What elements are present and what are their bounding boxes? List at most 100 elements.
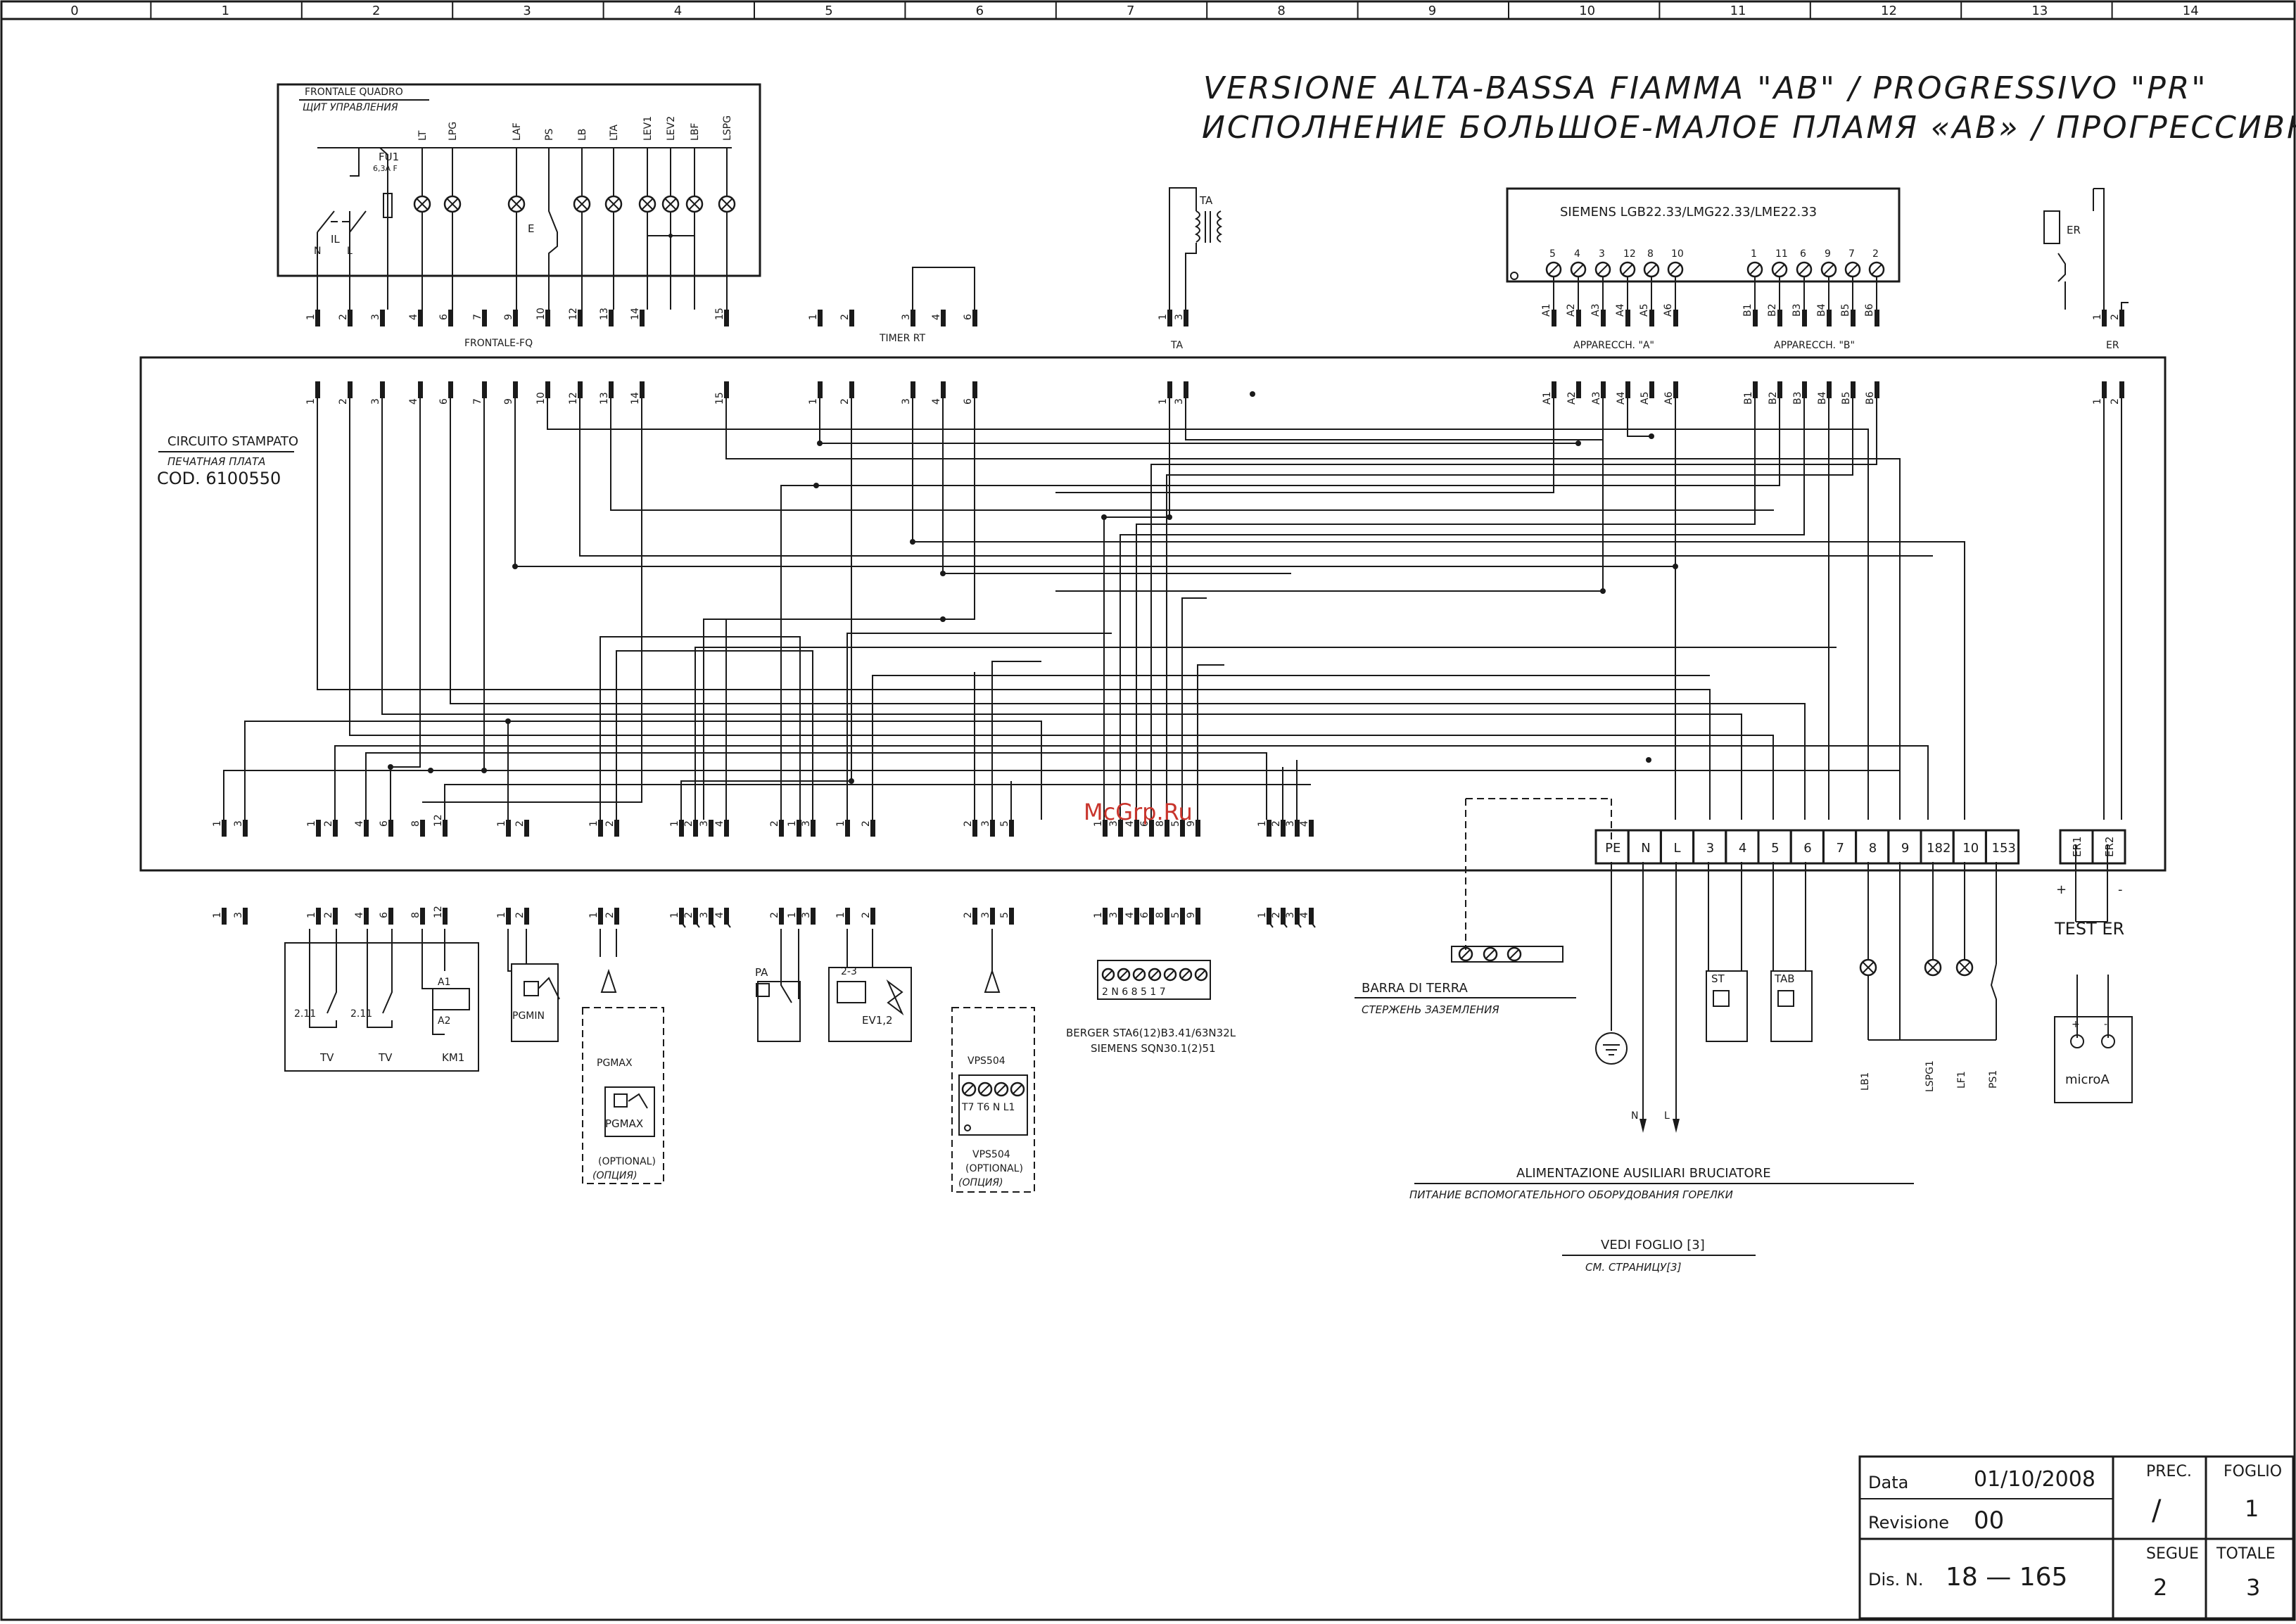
junction-dot [1101, 514, 1107, 520]
device-pin-label: 3 [233, 912, 244, 918]
board-top-pin-label: A3 [1591, 392, 1602, 405]
tb-data-label: Data [1868, 1473, 1908, 1492]
panel-pin-label: 9 [503, 314, 514, 320]
tb-segue-label: SEGUE [2146, 1545, 2199, 1563]
junction-dot [1600, 588, 1606, 594]
panel-wire [647, 212, 671, 236]
siemens-pin-b [1827, 310, 1832, 326]
terminal-label: 6 [1803, 841, 1811, 856]
open-wire-end [1268, 915, 1274, 928]
test-er-label: TEST ER [2054, 919, 2124, 939]
board-top-pin [941, 381, 946, 398]
board-bottom-pin-label: 6 [379, 820, 390, 827]
device-pin-label: 8 [1155, 912, 1166, 918]
board-bottom-pin-label: 1 [212, 820, 223, 827]
board-bottom-pin [1281, 820, 1286, 837]
siemens-term-a-label: 12 [1623, 248, 1636, 260]
board-top-pin-label: 4 [408, 398, 419, 405]
er-pin [2119, 310, 2124, 326]
device-pin [797, 908, 801, 925]
ta-pin [1167, 310, 1172, 326]
siemens-pin-b-label: B5 [1840, 303, 1851, 317]
junction-dot [1646, 757, 1651, 763]
column-number: 8 [1277, 4, 1285, 18]
column-number: 14 [2183, 4, 2199, 18]
board-top-pin-label: A5 [1639, 392, 1651, 405]
device-pin-label: 1 [588, 912, 600, 918]
panel-pin-4 [418, 310, 423, 326]
open-wire-end [1310, 915, 1316, 928]
ground-label: BARRA DI TERRA [1362, 981, 1469, 996]
tb-totale-value: 3 [2246, 1574, 2260, 1601]
siemens-pin-b [1875, 310, 1879, 326]
board-bottom-pin [598, 820, 603, 837]
board-top-pin-label: 6 [963, 398, 974, 405]
device-pin-label: 4 [354, 912, 365, 918]
er-label: ER [2067, 224, 2081, 236]
device-pin [990, 908, 995, 925]
siemens-term-a-label: 4 [1574, 248, 1580, 260]
vps-optional-box [951, 1007, 1035, 1193]
board-bottom-pin-label: 3 [233, 820, 244, 827]
pa-box [757, 981, 801, 1042]
board-bottom-pin [693, 820, 698, 837]
board-top-pin [578, 381, 583, 398]
board-top-pin [315, 381, 320, 398]
junction-dot [910, 539, 915, 545]
fuse-fu1 [383, 193, 393, 218]
board-top-pin-label: A2 [1566, 392, 1578, 405]
earth-icon [1595, 1032, 1628, 1065]
pcb-trace [912, 398, 1965, 820]
siemens-term-b-label: 11 [1775, 248, 1788, 260]
ta-pin [1184, 310, 1188, 326]
device-pin [364, 908, 369, 925]
ps1-label: PS1 [1988, 1070, 1999, 1089]
column-number: 6 [976, 4, 984, 18]
board-bottom-pin [1103, 820, 1108, 837]
panel-label-lta: LTA [609, 125, 620, 141]
device-pin-label: 9 [1186, 912, 1197, 918]
device-pin [316, 908, 321, 925]
device-pin [420, 908, 425, 925]
panel-label-lbf: LBF [690, 123, 701, 141]
panel-pin-14 [640, 310, 645, 326]
device-pin [1165, 908, 1169, 925]
device-pin [506, 908, 511, 925]
device-pin [598, 908, 603, 925]
timer-pin-label: 1 [808, 314, 819, 320]
device-pin-label: 2 [514, 912, 526, 918]
panel-pin-label: 15 [714, 307, 725, 320]
board-top-pin-label: 4 [931, 398, 942, 405]
term-slash [1871, 264, 1882, 275]
panel-pin-6 [448, 310, 453, 326]
pcb-trace [1136, 398, 1756, 820]
pcb-trace [450, 398, 1806, 820]
panel-title: FRONTALE QUADRO [305, 87, 403, 98]
ev-coil [837, 981, 866, 1003]
siemens-pin-a [1673, 310, 1678, 326]
device-pin [1180, 908, 1185, 925]
term-slash [980, 1084, 990, 1094]
board-top-pin [418, 381, 423, 398]
device-pin-label: 1 [787, 912, 798, 918]
board-top-pin-label: 3 [370, 398, 381, 405]
pgmin-label: PGMIN [512, 1010, 545, 1022]
open-wire-end [694, 915, 700, 928]
term-slash [1150, 970, 1159, 979]
device-pin [333, 908, 338, 925]
aux-n-label: N [1631, 1110, 1638, 1122]
device-pin-label: 3 [699, 912, 710, 918]
panel-label-laf: LAF [512, 122, 523, 141]
device-pin [524, 908, 529, 925]
siemens-pin-a [1625, 310, 1630, 326]
siemens-pin-b-label: B3 [1791, 303, 1803, 317]
tb-foglio-value: 1 [2245, 1495, 2259, 1522]
siemens-term-b-label: 2 [1872, 248, 1879, 260]
tb-prec-label: PREC. [2146, 1463, 2192, 1480]
board-top-pin [1875, 381, 1879, 398]
aux-l-label: L [1664, 1110, 1670, 1122]
board-top-pin [1673, 381, 1678, 398]
board-top-pin [1184, 381, 1188, 398]
board-bottom-pin-label: 5 [1170, 820, 1181, 827]
cn1-box [284, 942, 479, 1072]
